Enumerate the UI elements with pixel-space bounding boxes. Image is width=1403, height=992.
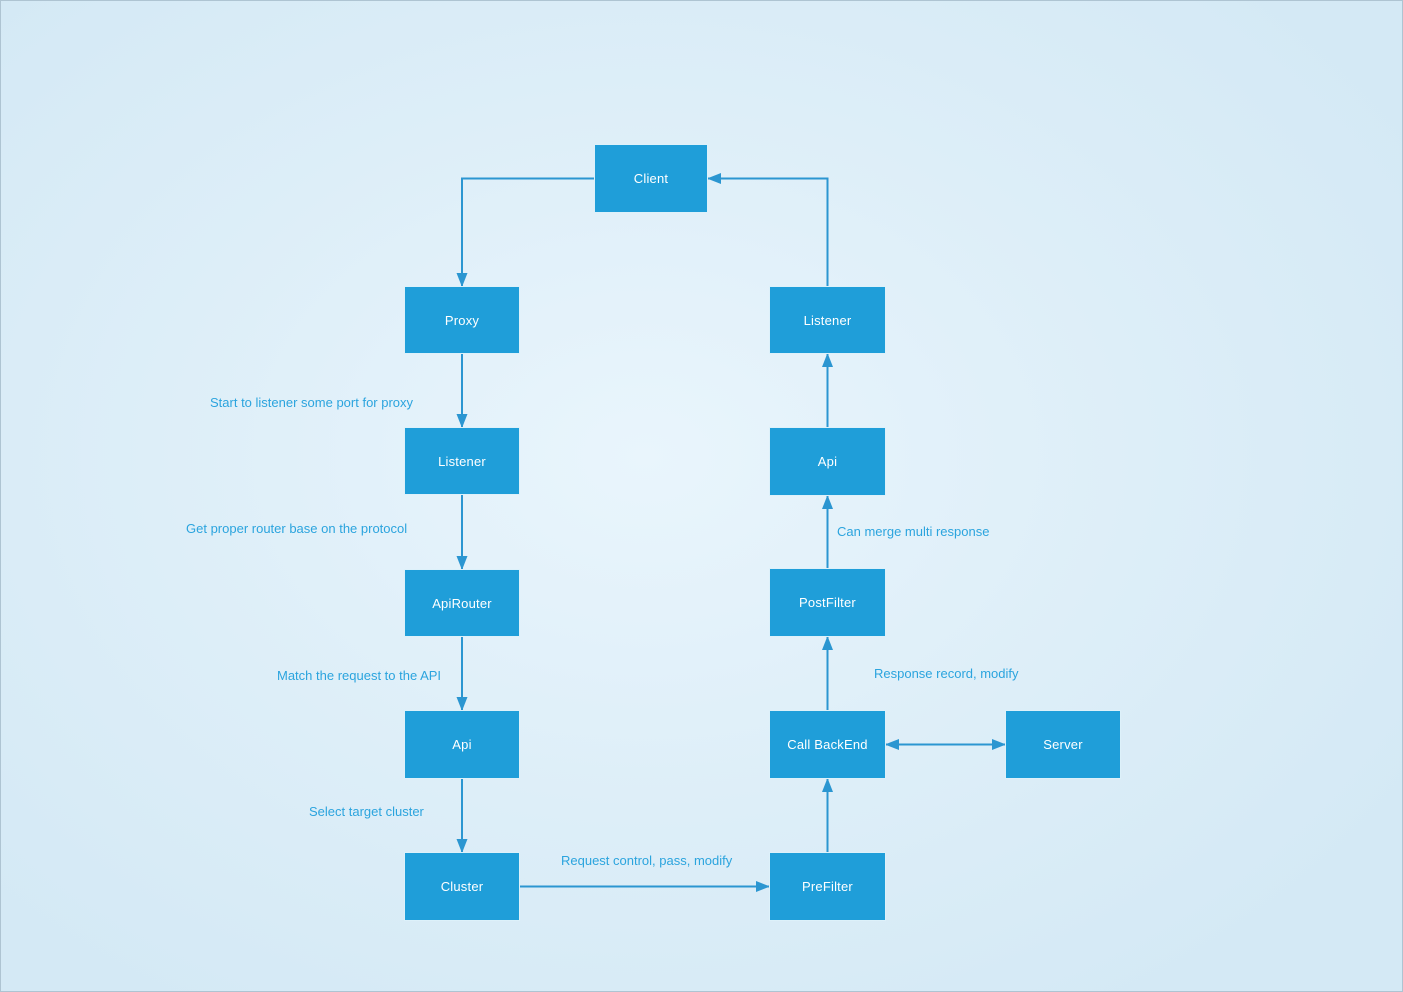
node-client[interactable]: Client <box>594 144 708 213</box>
edge-label-select-target-cluster: Select target cluster <box>309 804 424 819</box>
edge-label-response-record: Response record, modify <box>874 666 1019 681</box>
node-label-listener-right: Listener <box>803 312 852 328</box>
node-label-cluster: Cluster <box>440 879 484 894</box>
node-label-api-left: Api <box>452 737 472 752</box>
node-label-api-right: Api <box>817 454 838 469</box>
node-server[interactable]: Server <box>1005 710 1121 779</box>
node-label-apirouter: ApiRouter <box>432 595 492 611</box>
node-postfilter[interactable]: PostFilter <box>769 568 886 637</box>
node-proxy[interactable]: Proxy <box>404 286 520 354</box>
node-listener-right[interactable]: Listener <box>769 286 886 354</box>
node-label-prefilter: PreFilter <box>802 879 853 894</box>
node-apirouter[interactable]: ApiRouter <box>404 569 520 637</box>
connector-listener-to-client <box>707 173 829 286</box>
node-label-client: Client <box>633 171 669 186</box>
node-label-listener-left: Listener <box>438 453 486 469</box>
node-label-proxy: Proxy <box>444 312 480 328</box>
edge-label-can-merge-response: Can merge multi response <box>837 524 990 539</box>
node-prefilter[interactable]: PreFilter <box>769 852 886 921</box>
edge-label-match-request-api: Match the request to the API <box>277 668 442 683</box>
edge-label-request-control: Request control, pass, modify <box>561 853 733 868</box>
node-label-call-backend: Call BackEnd <box>787 737 868 752</box>
node-label-postfilter: PostFilter <box>799 595 856 610</box>
node-listener-left[interactable]: Listener <box>404 427 520 495</box>
edge-label-start-listener-port: Start to listener some port for proxy <box>210 395 414 410</box>
edge-label-get-proper-router: Get proper router base on the protocol <box>186 521 408 536</box>
node-api-left[interactable]: Api <box>404 710 520 779</box>
connector-client-to-proxy <box>456 177 594 287</box>
node-api-right[interactable]: Api <box>769 427 886 496</box>
node-call-backend[interactable]: Call BackEnd <box>769 710 886 779</box>
node-cluster[interactable]: Cluster <box>404 852 520 921</box>
node-label-server: Server <box>1043 737 1083 752</box>
